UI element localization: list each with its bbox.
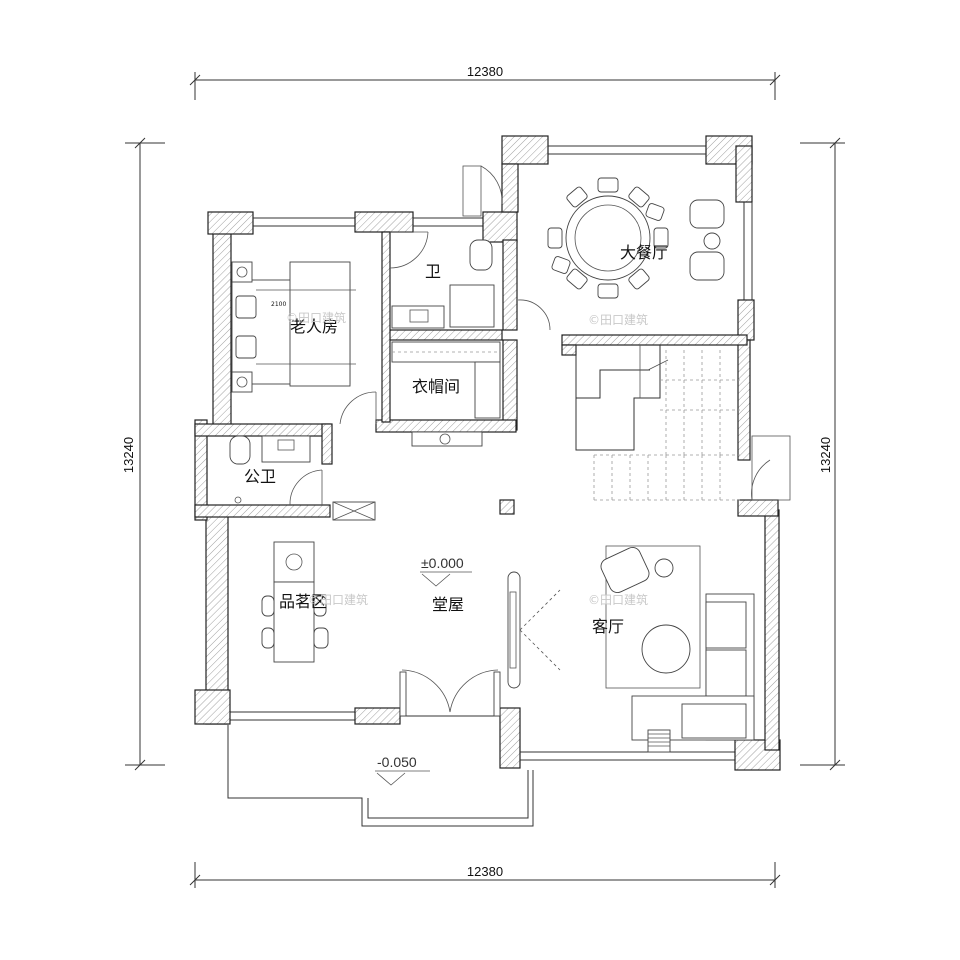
dimension-bottom: 12380 [189, 862, 781, 888]
tea-room: 品茗区 ©田口建筑 [261, 541, 368, 663]
hall: ±0.000 堂屋 [399, 499, 561, 717]
public-toilet: 公卫 [229, 435, 376, 521]
armchairs [689, 199, 725, 281]
room-label-public-toilet: 公卫 [244, 467, 276, 486]
exterior-walls [194, 135, 781, 771]
dimension-top-label: 12380 [467, 64, 503, 79]
elder-bedroom: 2100 老人房 ©田口建筑 [231, 261, 377, 425]
dimension-right-label: 13240 [818, 437, 833, 473]
room-label-dining: 大餐厅 [620, 243, 668, 262]
room-label-living: 客厅 [592, 617, 624, 636]
watermark: ©田口建筑 [588, 312, 648, 327]
level-mark-hall: ±0.000 [421, 555, 464, 571]
dimension-bottom-label: 12380 [467, 864, 503, 879]
room-label-hall: 堂屋 [432, 595, 464, 614]
room-label-cloakroom: 衣帽间 [412, 377, 460, 396]
dimension-left-label: 13240 [121, 437, 136, 473]
dining-table [565, 195, 651, 281]
room-label-tea-room: 品茗区 [279, 592, 327, 611]
dimension-top: 12380 [189, 64, 781, 100]
bathroom: 卫 [389, 231, 495, 329]
svg-text:©田口建筑: ©田口建筑 [588, 592, 648, 607]
room-label-bathroom: 卫 [425, 262, 441, 281]
side-door [462, 165, 551, 331]
dining-chairs [547, 177, 669, 299]
stair-treads [593, 350, 740, 501]
rug [605, 545, 701, 689]
dimension-right: 13240 [800, 137, 845, 771]
shower [449, 284, 495, 328]
coffee-table [641, 624, 691, 674]
basin [391, 305, 445, 329]
entrance-level: -0.050 [375, 754, 430, 786]
bed-size-label: 2100 [271, 301, 286, 308]
dimension-left: 13240 [121, 137, 165, 771]
room-label-elder-bedroom: 老人房 [290, 317, 338, 336]
level-mark-entrance: -0.050 [377, 754, 417, 770]
dining-room: 大餐厅 ©田口建筑 [547, 177, 725, 327]
main-door [399, 669, 501, 717]
svg-text:©田口建筑: ©田口建筑 [308, 592, 368, 607]
lounge-chair [600, 546, 650, 594]
toilet [469, 239, 493, 271]
entrance-porch [227, 725, 534, 827]
stairs [575, 345, 791, 501]
cloakroom: 衣帽间 [391, 341, 501, 447]
living-room: 客厅 ©田口建筑 [588, 545, 755, 753]
svg-text:©田口建筑: ©田口建筑 [286, 310, 346, 325]
